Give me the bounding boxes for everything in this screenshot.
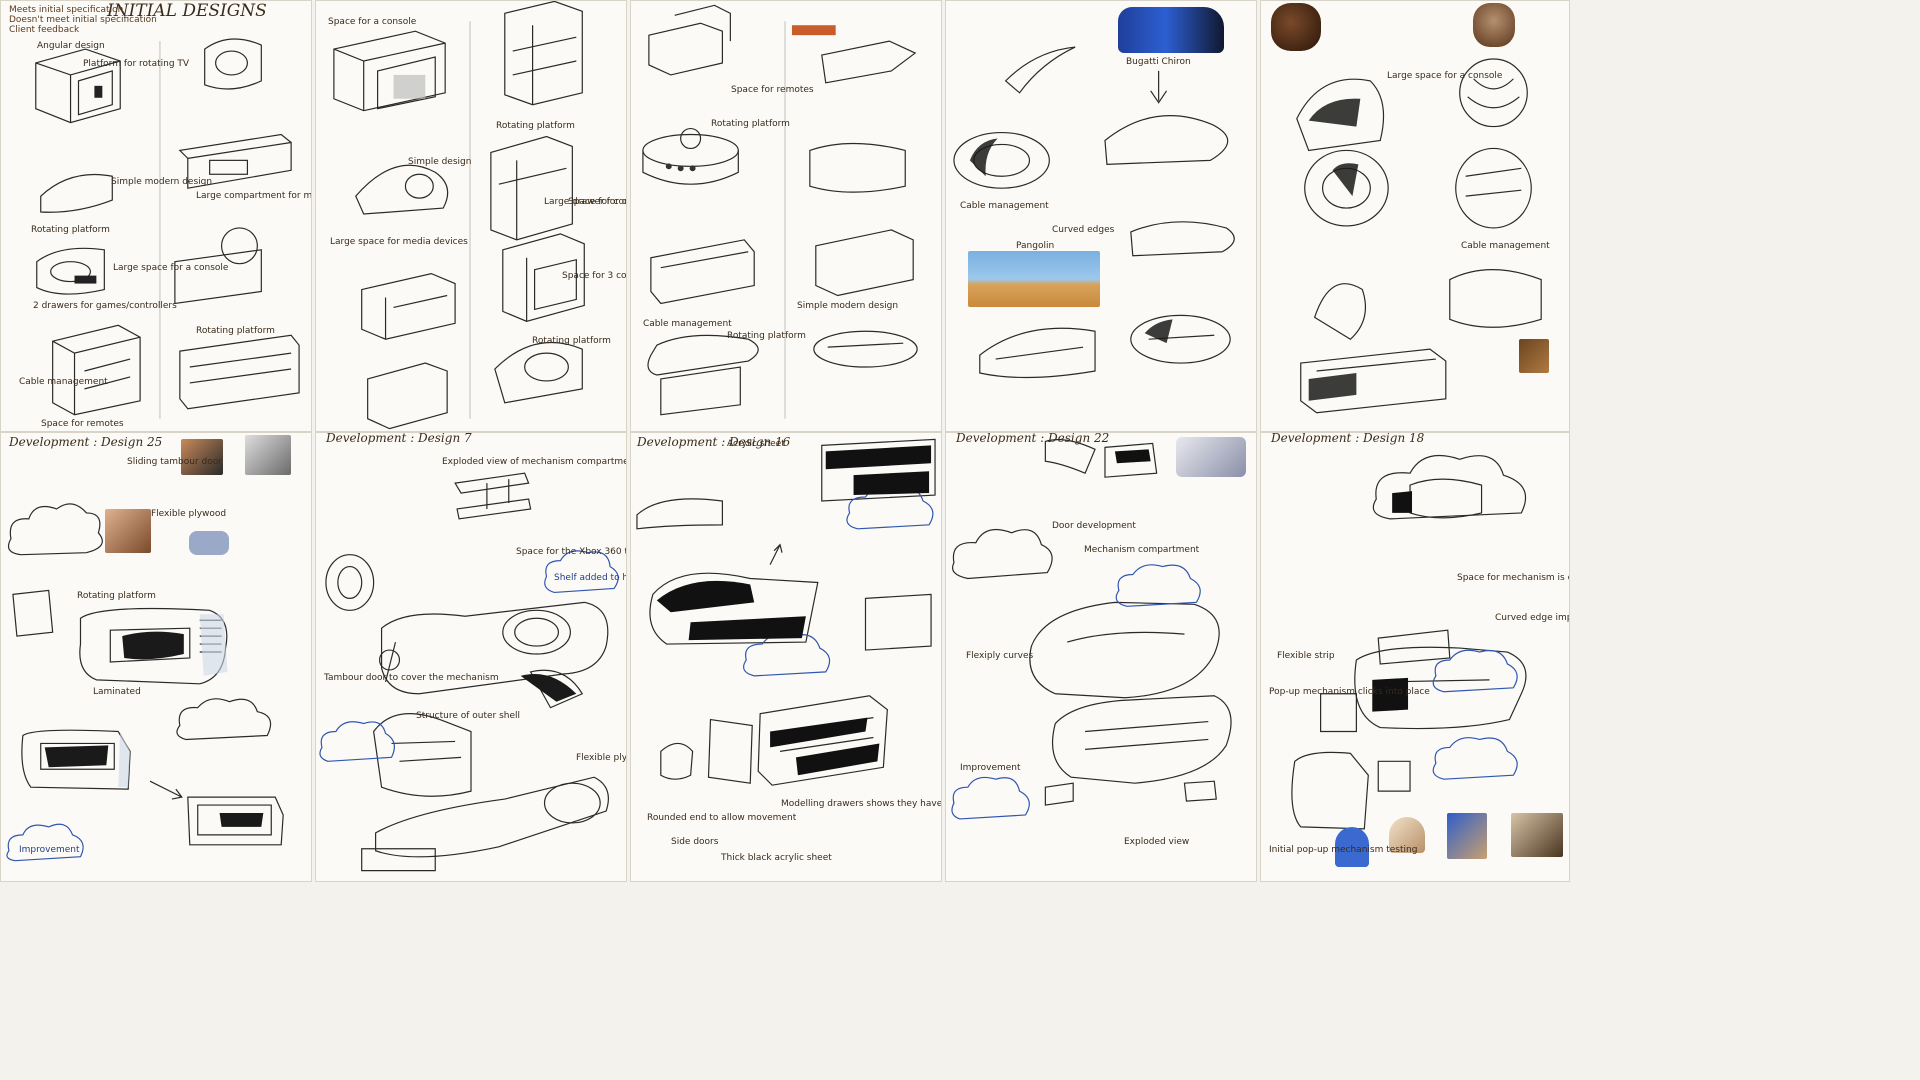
annotation: Laminated: [93, 687, 141, 697]
design-25-sketch: [6, 503, 284, 862]
sheet-initial-designs-1: INITIAL DESIGNS Meets initial specificat…: [0, 0, 312, 432]
annotation: Cable management: [19, 377, 108, 387]
initial-sketches-2: [333, 1, 585, 430]
annotation: Door development: [1052, 521, 1136, 531]
model-photo: [245, 435, 291, 475]
annotation: Large drawer for out of media items: [544, 197, 627, 207]
annotation: Tambour door to cover the mechanism: [324, 673, 499, 683]
spec-checklist-item: Meets initial specification: [9, 5, 124, 15]
annotation: Platform for rotating TV: [83, 59, 190, 69]
annotation: Acrylic sheet: [727, 439, 785, 449]
panel-design-22: Development : Design 22 Door development…: [945, 432, 1257, 882]
image-caption: Pangolin: [1016, 241, 1055, 251]
panel-heading: Development : Design 16: [637, 435, 791, 449]
spec-checklist-item: Doesn't meet initial specification: [9, 15, 157, 25]
panel-design-16: Development : Design 16 Acrylic sheet Ro…: [630, 432, 942, 882]
annotation: Rounded end to allow movement: [647, 813, 797, 823]
annotation: Large space for a console: [113, 263, 229, 273]
annotation: Thick black acrylic sheet: [721, 853, 832, 863]
annotation: Large space for media devices: [330, 237, 468, 247]
annotation: Cable management: [643, 319, 732, 329]
annotation: Initial pop-up mechanism testing: [1269, 845, 1418, 855]
annotation: Exploded view of mechanism compartment: [442, 457, 627, 467]
initial-sketches-1: [35, 38, 300, 419]
sheet-initial-designs-3: Space for remotes Rotating platform Cabl…: [630, 0, 942, 432]
annotation: Improvement: [960, 763, 1021, 773]
annotation: Cable management: [960, 201, 1049, 211]
annotation: Flexible plywood: [576, 753, 627, 763]
design-7-sketch: [319, 472, 619, 872]
annotation: Curved edges: [1052, 225, 1115, 235]
sheet-inspiration-car: Bugatti Chiron Pangolin Curved edges Cab…: [945, 0, 1257, 432]
design-18-sketch: [1291, 455, 1527, 830]
annotation: Flexible strip: [1277, 651, 1335, 661]
spec-checklist-item: Client feedback: [9, 25, 80, 35]
foam-model-photo: [189, 531, 229, 555]
design-16-sketch: [636, 438, 936, 786]
panel-design-25: Development : Design 25 Sliding tambour …: [0, 432, 312, 882]
annotation: Space for remotes: [41, 419, 124, 429]
annotation: Flexiply curves: [966, 651, 1034, 661]
pinecone-photo: [1271, 3, 1321, 51]
annotation: Angular design: [37, 41, 105, 51]
annotation: Rotating platform: [77, 591, 156, 601]
model-photo: [1511, 813, 1563, 857]
annotation: Space for console: [568, 197, 626, 207]
panel-design-18: Development : Design 18 Flexible strip P…: [1260, 432, 1570, 882]
annotation: Space for the Xbox 360 to stand vertical…: [516, 547, 626, 557]
annotation: Flexible plywood: [151, 509, 227, 519]
initial-sketches-3: [642, 4, 918, 419]
model-photo: [181, 439, 223, 475]
sheet-initial-designs-2: Space for a console Simple design Rotati…: [315, 0, 627, 432]
wood-unit-photo: [1519, 339, 1549, 373]
model-photo: [105, 509, 151, 553]
panel-heading: Development : Design 18: [1271, 432, 1425, 445]
model-photo: [1447, 813, 1487, 859]
panel-heading: Development : Design 25: [9, 435, 163, 449]
annotation: Space for remotes: [731, 85, 814, 95]
bugatti-chiron-photo: [1118, 7, 1224, 53]
annotation: Space for a console: [328, 17, 417, 27]
annotation: Simple modern design: [111, 177, 213, 187]
annotation: Simple modern design: [797, 301, 899, 311]
annotation: Curved edge improves safety: [1495, 613, 1569, 623]
sheet-inspiration-organic: Large space for a console Cable manageme…: [1260, 0, 1570, 432]
annotation: Space for 3 consoles: [562, 271, 627, 281]
panel-design-7: Development : Design 7 Exploded view of …: [315, 432, 627, 882]
annotation: Space for mechanism is easily accessible: [1457, 573, 1569, 583]
annotation: Large compartment for media devices: [196, 191, 312, 201]
annotation: Side doors: [671, 837, 719, 847]
panel-heading: Development : Design 7: [326, 432, 472, 445]
annotation: Rotating platform: [31, 225, 110, 235]
annotation: Structure of outer shell: [416, 711, 521, 721]
pangolin-photo: [968, 251, 1100, 307]
annotation: 2 drawers for games/controllers: [33, 301, 177, 311]
annotation: Cable management: [1461, 241, 1550, 251]
design-22-sketch: [951, 439, 1232, 820]
organic-sketches: [1296, 58, 1542, 414]
annotation: Large space for a console: [1387, 71, 1503, 81]
annotation: Shelf added to help organisation: [554, 573, 626, 583]
model-photo: [1176, 437, 1246, 477]
annotation: Rotating platform: [532, 336, 611, 346]
panel-heading: Development : Design 22: [956, 432, 1110, 445]
shell-photo: [1473, 3, 1515, 47]
arch-model-photo: [1335, 827, 1369, 867]
cloud-note: Improvement: [19, 845, 80, 855]
car-inspired-sketches: [953, 46, 1235, 379]
annotation: Modelling drawers shows they have a larg…: [781, 799, 942, 809]
image-caption: Bugatti Chiron: [1126, 57, 1191, 67]
annotation: Simple design: [408, 157, 472, 167]
annotation: Rotating platform: [496, 121, 575, 131]
annotation: Rotating platform: [727, 331, 806, 341]
model-photo: [1389, 817, 1425, 853]
annotation: Sliding tambour door: [127, 457, 222, 467]
annotation: Exploded view: [1124, 837, 1190, 847]
annotation: Pop-up mechanism clicks into place: [1269, 687, 1430, 697]
annotation: Rotating platform: [711, 119, 790, 129]
annotation: Rotating platform: [196, 326, 275, 336]
annotation: Mechanism compartment: [1084, 545, 1200, 555]
page-title: INITIAL DESIGNS: [107, 1, 267, 21]
